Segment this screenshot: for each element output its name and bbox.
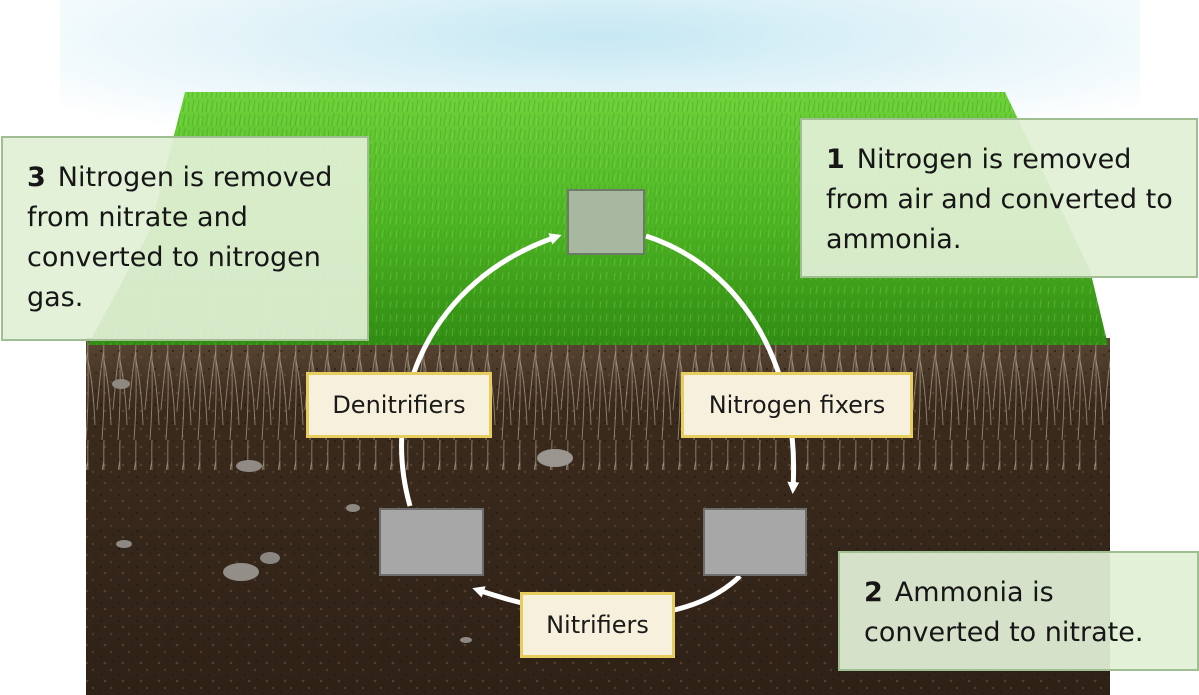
step-2-text: Ammonia is converted to nitrate. (864, 577, 1144, 648)
step-1-text: Nitrogen is removed from air and convert… (826, 144, 1173, 255)
pebble (460, 637, 472, 643)
step-1-number: 1 (826, 144, 845, 175)
compound-box-right (703, 508, 807, 576)
step-3-number: 3 (27, 162, 46, 193)
compound-box-left (379, 508, 484, 576)
pebble (112, 379, 130, 389)
step-2-number: 2 (864, 577, 883, 608)
pebble (223, 563, 259, 581)
root-layer (86, 340, 1110, 470)
denitrifiers-label: Denitrifiers (306, 372, 492, 438)
pebble (116, 540, 132, 548)
pebble (537, 449, 573, 467)
pebble (260, 552, 280, 564)
pebble (346, 504, 360, 512)
nitrogen-fixers-label: Nitrogen fixers (681, 372, 913, 438)
arrow-denitrification (399, 233, 562, 507)
step-3-text: Nitrogen is removed from nitrate and con… (27, 162, 333, 313)
compound-box-top (567, 189, 645, 255)
nitrifiers-label: Nitrifiers (520, 592, 675, 658)
pebble (236, 460, 262, 472)
arrow-fixation (645, 233, 800, 494)
